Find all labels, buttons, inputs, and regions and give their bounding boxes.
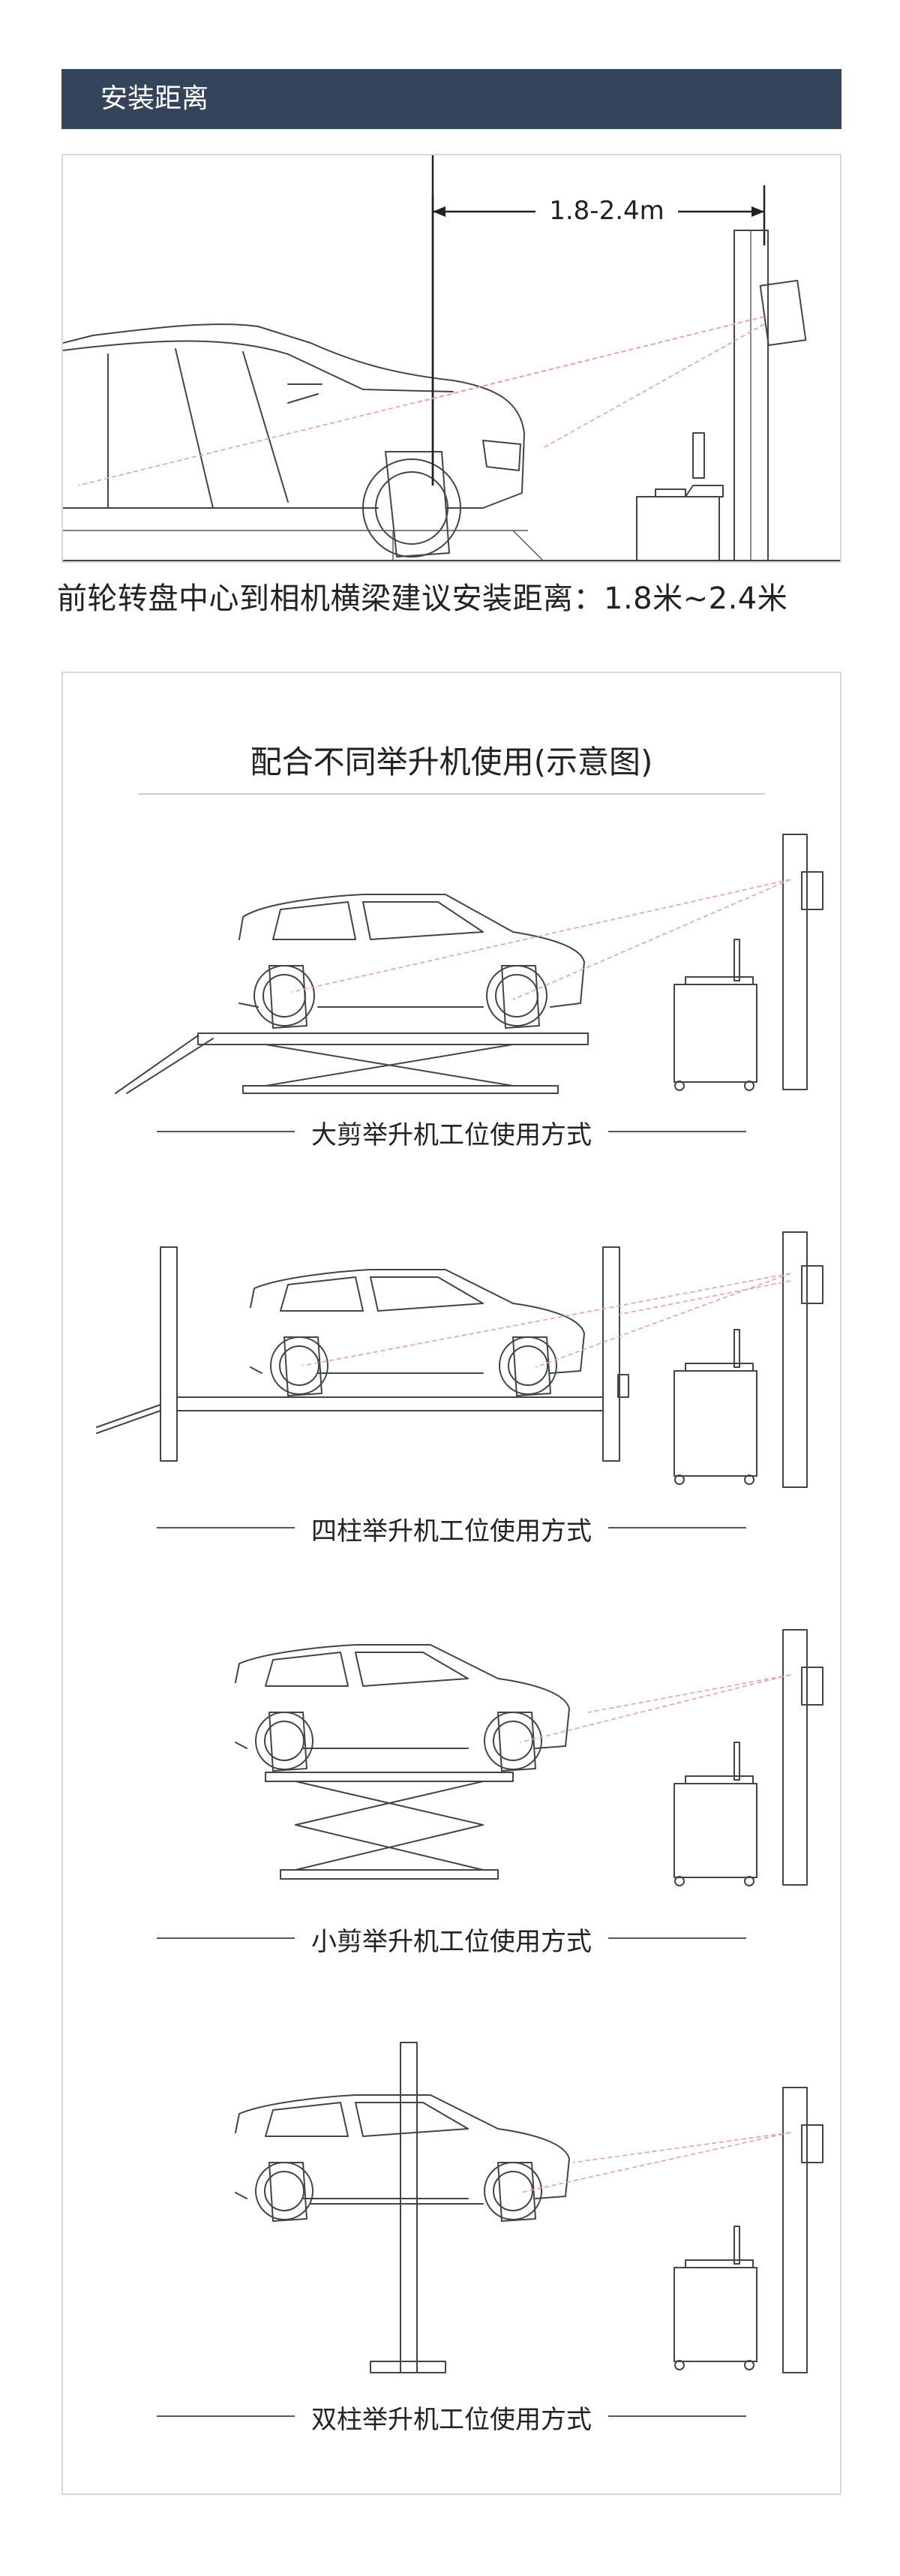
scene-caption-four-post: 四柱举升机工位使用方式 (63, 1510, 840, 1547)
camera-beam-tower-icon (734, 230, 807, 561)
large-scissor-lift-icon (115, 834, 824, 1094)
lifts-section-title: 配合不同举升机使用(示意图) (250, 744, 653, 780)
cabinet-console-icon (674, 1329, 758, 1485)
two-post-lift-icon (235, 2042, 824, 2373)
cabinet-console-icon (674, 939, 758, 1091)
section-title: 安装距离 (100, 83, 209, 114)
car-outline-icon (63, 323, 544, 561)
scene-large-scissor (93, 827, 828, 1094)
section-header: 安装距离 (62, 69, 842, 129)
small-scissor-lift-icon (235, 1629, 824, 1886)
title-divider (138, 793, 765, 795)
scene-caption-small-scissor: 小剪举升机工位使用方式 (63, 1921, 840, 1958)
cabinet-console-icon (674, 2226, 758, 2370)
four-post-lift-icon (96, 1231, 824, 1488)
car-outline-icon (235, 1644, 570, 1772)
car-outline-icon (238, 894, 585, 1029)
dimension-label: 1.8-2.4m (549, 196, 664, 226)
scene-small-scissor (93, 1622, 828, 1922)
cabinet-console-icon (674, 1742, 758, 1886)
scene-two-post (93, 2042, 828, 2373)
cabinet-console-icon (636, 432, 724, 561)
camera-beam-tower-icon (782, 1231, 824, 1488)
car-outline-icon (250, 1269, 585, 1396)
camera-beam-tower-icon (782, 834, 824, 1090)
car-outline-icon (235, 2094, 570, 2222)
scene-caption-large-scissor: 大剪举升机工位使用方式 (63, 1114, 840, 1151)
install-distance-caption: 前轮转盘中心到相机横梁建议安装距离：1.8米~2.4米 (57, 582, 788, 616)
install-distance-diagram: 1.8-2.4m (62, 154, 842, 563)
install-diagram-svg: 1.8-2.4m (63, 155, 840, 561)
camera-beam-tower-icon (782, 2087, 824, 2373)
camera-beam-tower-icon (782, 1629, 824, 1886)
scene-caption-two-post: 双柱举升机工位使用方式 (63, 2399, 840, 2436)
lifts-panel: 配合不同举升机使用(示意图) (62, 672, 842, 2495)
scene-four-post (93, 1225, 828, 1488)
